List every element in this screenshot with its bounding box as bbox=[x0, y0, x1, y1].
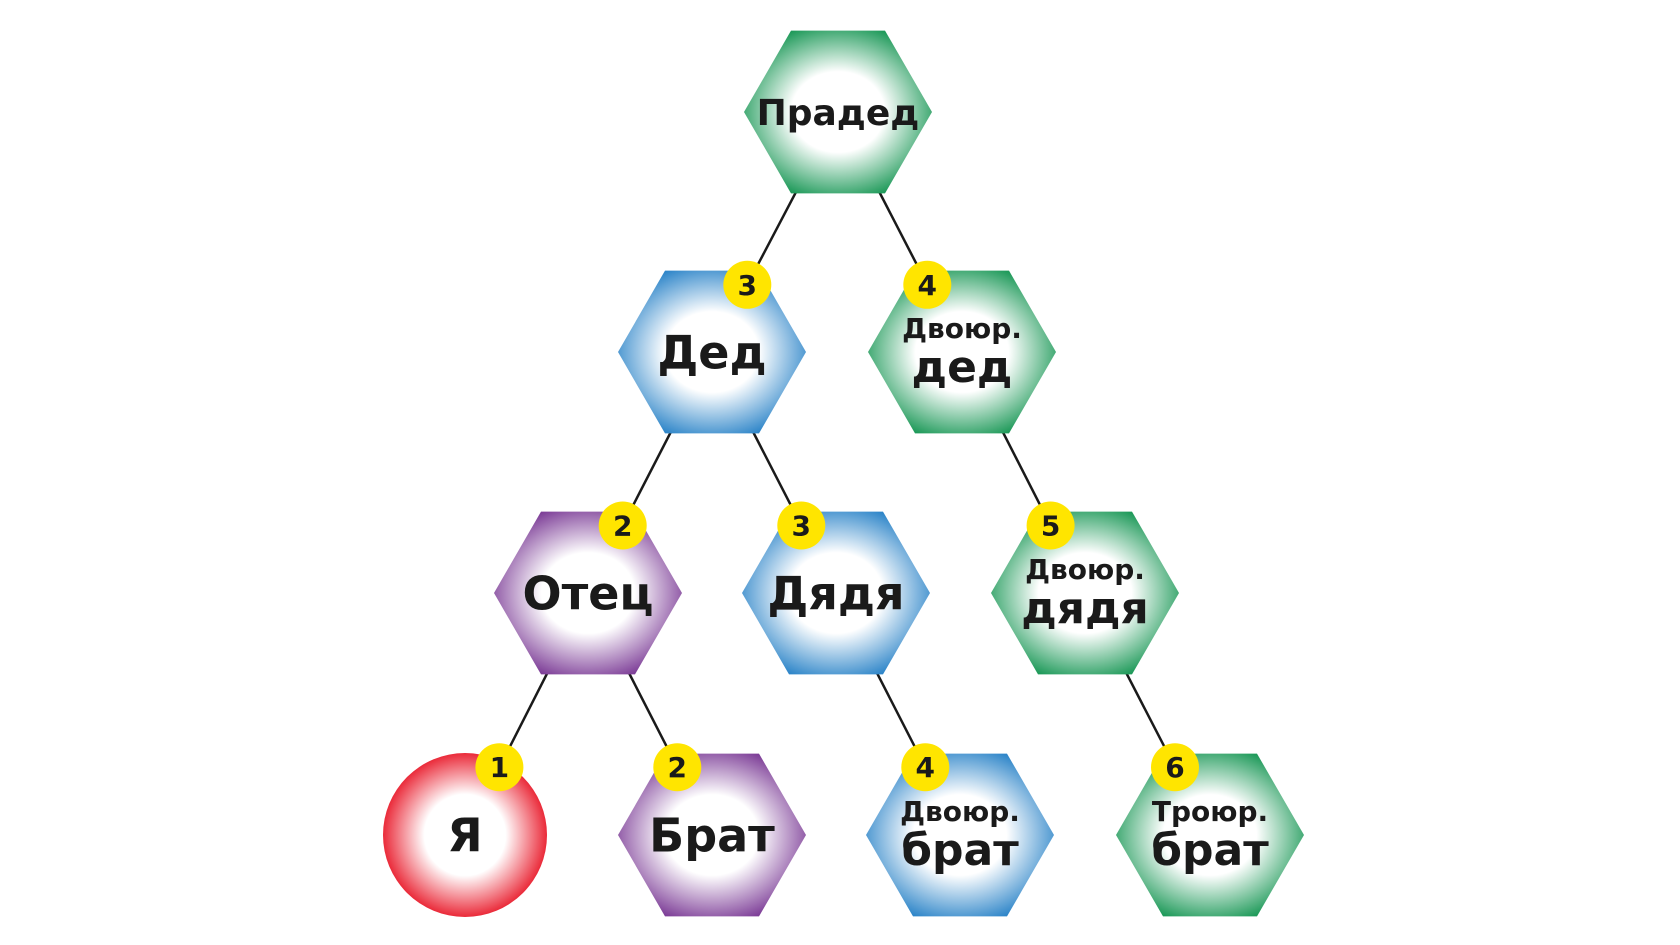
degree-badge bbox=[598, 501, 647, 550]
node-dvoyur-brat: Двоюр.брат bbox=[866, 753, 1054, 917]
node-shape-circle bbox=[383, 753, 547, 917]
degree-badge-label: 4 bbox=[918, 269, 937, 302]
degree-badge-label: 6 bbox=[1165, 751, 1184, 784]
degree-badge-label: 3 bbox=[792, 510, 811, 543]
node-label: брат bbox=[1151, 825, 1269, 876]
node-label: Отец bbox=[522, 567, 653, 621]
degree-badge bbox=[903, 260, 952, 309]
node-label: Брат bbox=[649, 809, 775, 863]
degree-badge bbox=[653, 743, 702, 792]
node-shape-hexagon bbox=[742, 511, 930, 675]
node-shape-hexagon bbox=[744, 30, 932, 194]
node-label-qualifier: Двоюр. bbox=[900, 795, 1020, 828]
node-label: Дядя bbox=[767, 567, 904, 621]
node-label: Я bbox=[447, 809, 482, 863]
node-shape-hexagon bbox=[494, 511, 682, 675]
degree-badge bbox=[723, 260, 772, 309]
degree-badge-label: 2 bbox=[613, 510, 632, 543]
degree-badge bbox=[1026, 501, 1075, 550]
node-label-qualifier: Двоюр. bbox=[902, 312, 1022, 345]
degree-badge-label: 4 bbox=[916, 751, 935, 784]
node-label: дядя bbox=[1021, 583, 1149, 634]
degree-badge-label: 1 bbox=[490, 751, 509, 784]
degree-badge-label: 5 bbox=[1041, 510, 1060, 543]
node-troyur-brat: Троюр.брат bbox=[1116, 753, 1304, 917]
node-shape-hexagon bbox=[868, 270, 1056, 434]
node-label: брат bbox=[901, 825, 1019, 876]
degree-badge bbox=[901, 743, 950, 792]
node-ya: Я bbox=[383, 753, 547, 917]
node-label-qualifier: Двоюр. bbox=[1025, 553, 1145, 586]
node-shape-hexagon bbox=[618, 270, 806, 434]
node-label: Дед bbox=[657, 326, 766, 380]
node-praded: Прадед bbox=[744, 30, 932, 194]
node-shape-hexagon bbox=[618, 753, 806, 917]
degree-badge bbox=[777, 501, 826, 550]
node-label: Прадед bbox=[757, 93, 920, 134]
node-shape-hexagon bbox=[866, 753, 1054, 917]
node-ded: Дед bbox=[618, 270, 806, 434]
node-label: дед bbox=[912, 342, 1013, 393]
node-otec: Отец bbox=[494, 511, 682, 675]
node-brat: Брат bbox=[618, 753, 806, 917]
degree-badge bbox=[1151, 743, 1199, 792]
node-dyadya: Дядя bbox=[742, 511, 930, 675]
node-shape-hexagon bbox=[1116, 753, 1304, 917]
node-dvoyur-ded: Двоюр.дед bbox=[868, 270, 1056, 434]
degree-badge-label: 2 bbox=[668, 751, 687, 784]
degree-badge bbox=[475, 743, 524, 792]
badges-layer: 3 4 2 3 5 1 2 4 6 bbox=[475, 260, 1199, 792]
node-shape-hexagon bbox=[991, 511, 1179, 675]
degree-badge-label: 3 bbox=[738, 269, 757, 302]
node-label-qualifier: Троюр. bbox=[1152, 795, 1268, 828]
edges-layer bbox=[463, 111, 1212, 836]
node-dvoyur-dyadya: Двоюр.дядя bbox=[991, 511, 1179, 675]
